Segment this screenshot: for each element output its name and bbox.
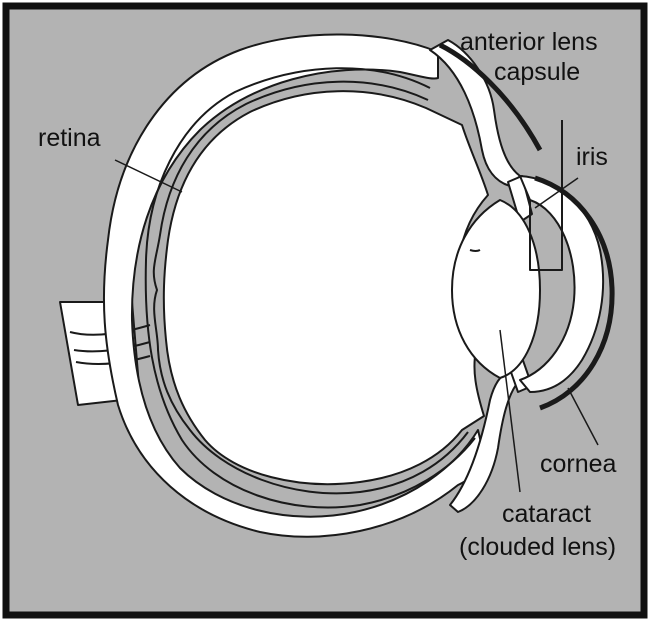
lens-mark (470, 250, 480, 251)
label-cataract-1: cataract (502, 500, 591, 528)
label-cornea: cornea (540, 450, 617, 478)
vitreous-body (164, 91, 488, 484)
label-retina: retina (38, 124, 101, 152)
label-cataract-2: (clouded lens) (459, 533, 616, 561)
label-anterior-lens-capsule-2: capsule (494, 58, 580, 86)
label-iris: iris (576, 143, 608, 171)
label-anterior-lens-capsule-1: anterior lens (460, 28, 598, 56)
